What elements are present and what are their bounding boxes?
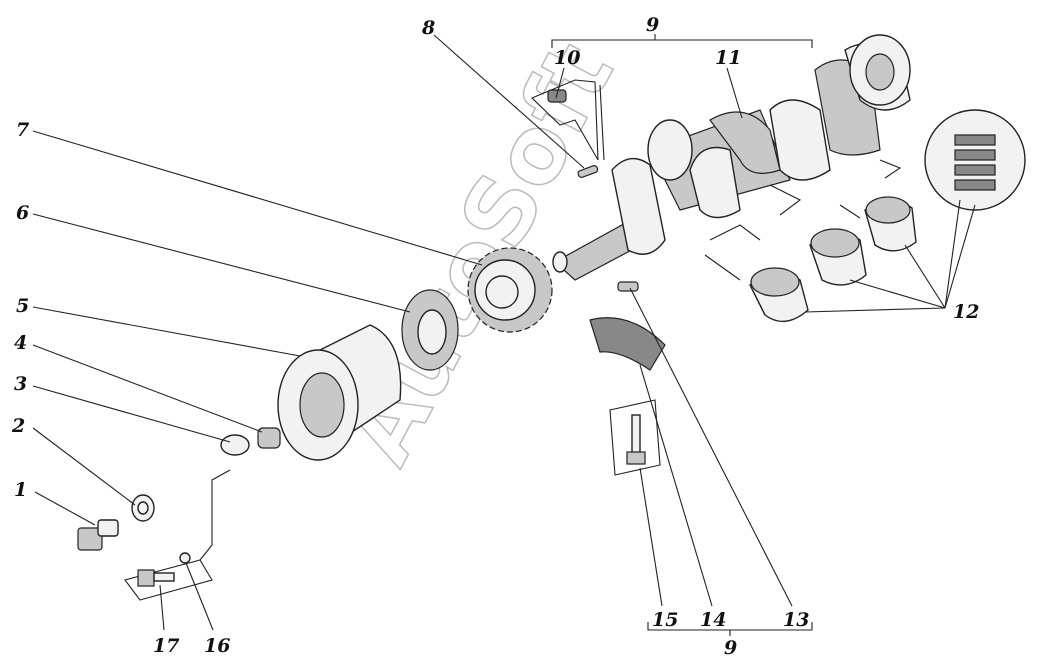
counterweight-bolt: [609, 399, 661, 476]
label-7: 7: [16, 119, 29, 141]
label-11: 11: [715, 47, 741, 69]
thrust-washer: [401, 289, 459, 371]
bushing: [257, 427, 281, 449]
label-6: 6: [16, 202, 29, 224]
counterweight: [589, 317, 666, 371]
label-8: 8: [421, 17, 435, 39]
bevel-gear: [467, 247, 553, 333]
key: [617, 281, 639, 292]
leader-lines: [32, 34, 976, 636]
washer-hole: [137, 501, 149, 515]
label-1: 1: [14, 479, 27, 501]
label-5: 5: [16, 295, 29, 317]
pin: [577, 165, 599, 178]
label-3: 3: [14, 373, 27, 395]
label-17: 17: [153, 635, 179, 657]
label-13: 13: [783, 609, 809, 631]
label-15: 15: [652, 609, 678, 631]
label-9-top: 9: [646, 14, 659, 36]
bearing-housing: [277, 324, 402, 461]
label-14: 14: [700, 609, 726, 631]
bearing-shells: [749, 109, 1026, 323]
plug-bolt: [77, 519, 119, 551]
crankshaft: [552, 34, 911, 281]
label-9-bottom: 9: [724, 637, 737, 659]
bolt-washer-inset: [124, 469, 231, 601]
label-2: 2: [11, 415, 25, 437]
label-10: 10: [554, 47, 580, 69]
lock-plate: [220, 434, 250, 456]
label-16: 16: [204, 635, 230, 657]
label-12: 12: [953, 301, 979, 323]
label-4: 4: [14, 332, 27, 354]
